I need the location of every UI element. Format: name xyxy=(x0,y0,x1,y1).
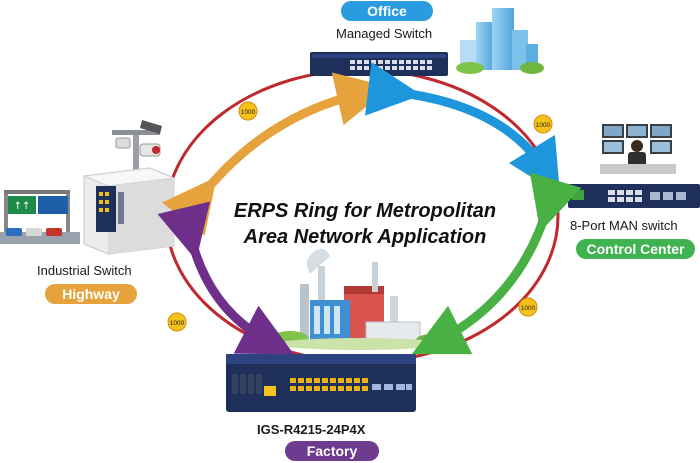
office-label: Managed Switch xyxy=(336,26,433,41)
title-line-2: Area Network Application xyxy=(243,226,487,248)
link-speed-badge: 1000 xyxy=(533,114,553,134)
highway-sign-icon: ↑↑ xyxy=(0,190,80,244)
office-control-link-arrow xyxy=(365,62,561,196)
factory-badge: Factory xyxy=(285,441,379,461)
managed-switch-icon xyxy=(310,52,448,76)
factory-label: IGS-R4215-24P4X xyxy=(257,422,366,437)
title-line-1: ERPS Ring for Metropolitan xyxy=(233,200,497,222)
highway-label: Industrial Switch xyxy=(37,263,132,278)
control-factory-link-arrow xyxy=(411,172,582,355)
link-speed-label: 1000 xyxy=(241,109,256,116)
highway-factory-link-arrow xyxy=(157,201,294,355)
link-speed-badge: 1000 xyxy=(167,312,187,332)
office-buildings-icon xyxy=(456,8,544,74)
link-speed-badge: 1000 xyxy=(238,101,258,121)
link-speed-badge: 1000 xyxy=(518,297,538,317)
control-label: 8-Port MAN switch xyxy=(570,218,678,233)
link-speed-label: 1000 xyxy=(170,320,185,327)
diagram-title: ERPS Ring for Metropolitan Area Network … xyxy=(230,198,500,250)
control-center-icon xyxy=(600,124,676,174)
link-speed-label: 1000 xyxy=(536,122,551,129)
highway-badge: Highway xyxy=(45,284,137,304)
surveillance-camera-icon xyxy=(112,120,162,177)
factory-icon xyxy=(272,248,448,350)
industrial-switch-icon xyxy=(82,167,176,255)
rack-switch-icon xyxy=(226,354,416,412)
man-switch-icon xyxy=(568,184,700,208)
control-badge: Control Center xyxy=(576,239,695,259)
office-badge: Office xyxy=(341,1,433,21)
office-highway-link-arrow xyxy=(162,72,391,236)
link-speed-label: 1000 xyxy=(521,305,536,312)
svg-text:↑↑: ↑↑ xyxy=(14,201,31,212)
